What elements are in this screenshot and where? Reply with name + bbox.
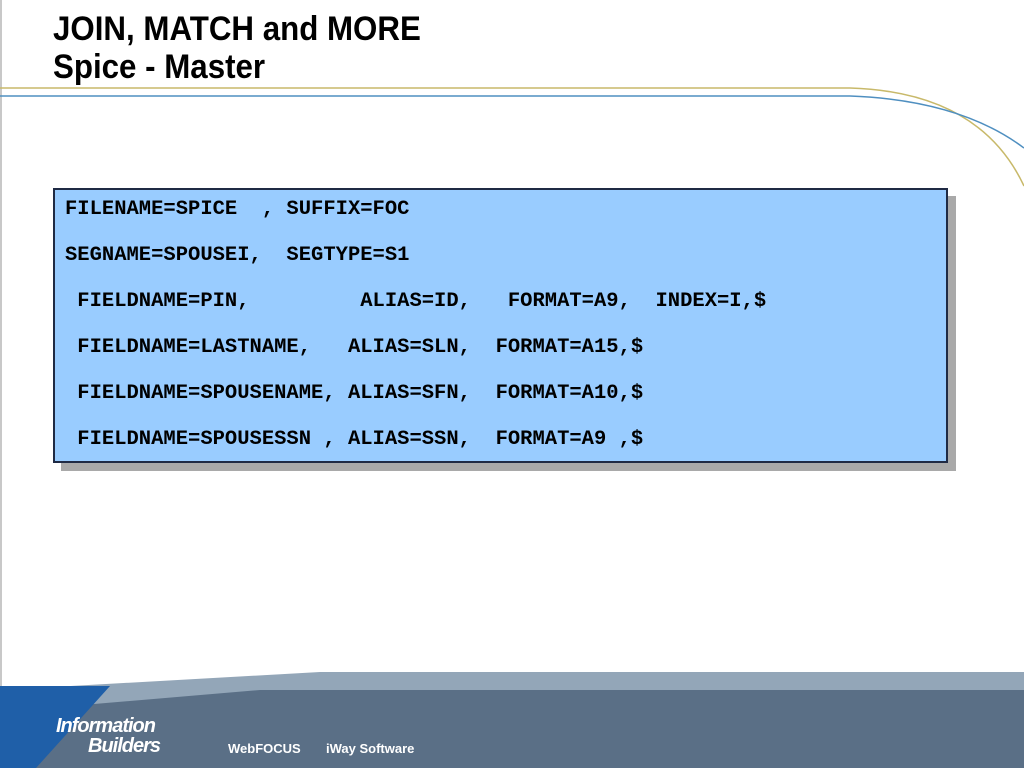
header-blue-swoosh (849, 95, 1024, 149)
code-line-field-pin: FIELDNAME=PIN, ALIAS=ID, FORMAT=A9, INDE… (65, 290, 767, 313)
product-label-webfocus: WebFOCUS (228, 741, 301, 756)
product-label-iway: iWay Software (326, 741, 415, 756)
code-line-filename: FILENAME=SPICE , SUFFIX=FOC (65, 198, 410, 221)
slide-left-border (0, 0, 2, 690)
slide-title-line-1: JOIN, MATCH and MORE (53, 10, 421, 48)
footer-dark-band (0, 690, 1024, 768)
company-logo-line-1: Information (56, 715, 156, 737)
header-decoration (0, 87, 1024, 187)
footer-blue-accent (0, 686, 110, 768)
code-listing-box: FILENAME=SPICE , SUFFIX=FOC SEGNAME=SPOU… (53, 188, 948, 463)
slide-title: JOIN, MATCH and MORE Spice - Master (53, 10, 421, 86)
code-line-field-spousessn: FIELDNAME=SPOUSESSN , ALIAS=SSN, FORMAT=… (65, 428, 644, 451)
company-logo-line-2: Builders (88, 735, 161, 757)
code-line-field-lastname: FIELDNAME=LASTNAME, ALIAS=SLN, FORMAT=A1… (65, 336, 644, 359)
slide-title-line-2: Spice - Master (53, 48, 266, 86)
code-line-segname: SEGNAME=SPOUSEI, SEGTYPE=S1 (65, 244, 410, 267)
code-line-field-spousename: FIELDNAME=SPOUSENAME, ALIAS=SFN, FORMAT=… (65, 382, 644, 405)
